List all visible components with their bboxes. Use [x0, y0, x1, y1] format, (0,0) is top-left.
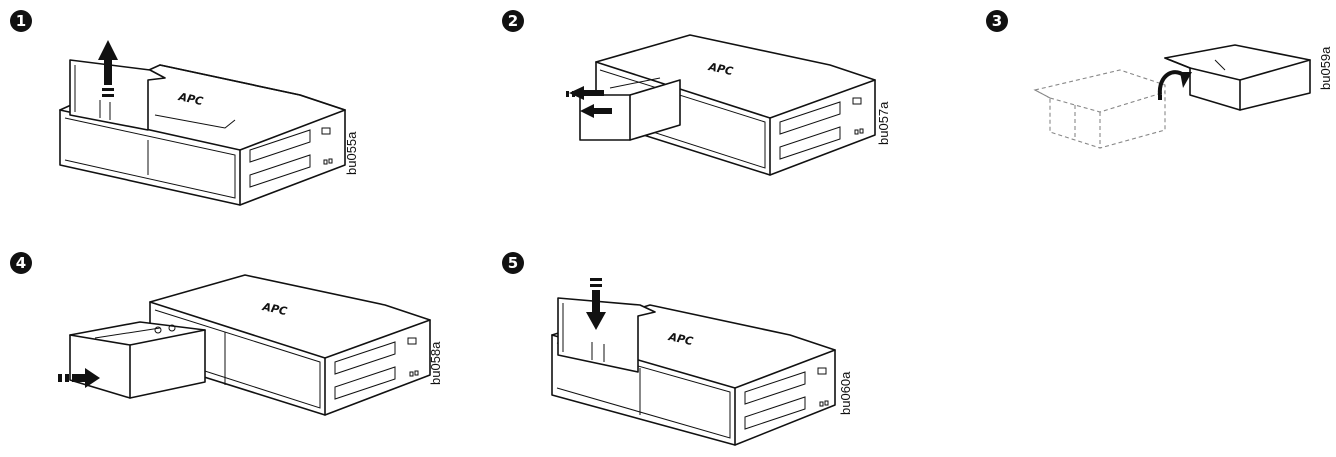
apc-logo: APC: [666, 330, 694, 348]
figure-code: bu060a: [838, 371, 853, 415]
apc-logo: APC: [260, 300, 288, 318]
step-number-badge: 1: [10, 10, 32, 32]
dashed-battery-outline: [1033, 69, 1166, 149]
rotate-arrow-icon: [1157, 70, 1192, 100]
arrow-up-icon: [98, 40, 118, 97]
apc-logo: APC: [176, 90, 204, 108]
step-number-badge: 5: [502, 252, 524, 274]
arrow-left-icon: [566, 86, 612, 118]
step-number-badge: 2: [502, 10, 524, 32]
arrow-down-icon: [586, 278, 606, 330]
step-2-illustration: APC: [566, 34, 876, 176]
step-5-illustration: APC: [551, 278, 836, 446]
step-3-illustration: [1033, 44, 1311, 149]
arrow-right-icon: [58, 368, 100, 388]
figure-code: bu057a: [876, 101, 891, 145]
figure-code: bu059a: [1318, 46, 1333, 90]
figure-code: bu058a: [428, 341, 443, 385]
apc-logo: APC: [706, 60, 734, 78]
step-4-illustration: APC: [58, 274, 431, 416]
step-1-illustration: APC: [59, 40, 346, 206]
step-number-badge: 4: [10, 252, 32, 274]
step-number-badge: 3: [986, 10, 1008, 32]
